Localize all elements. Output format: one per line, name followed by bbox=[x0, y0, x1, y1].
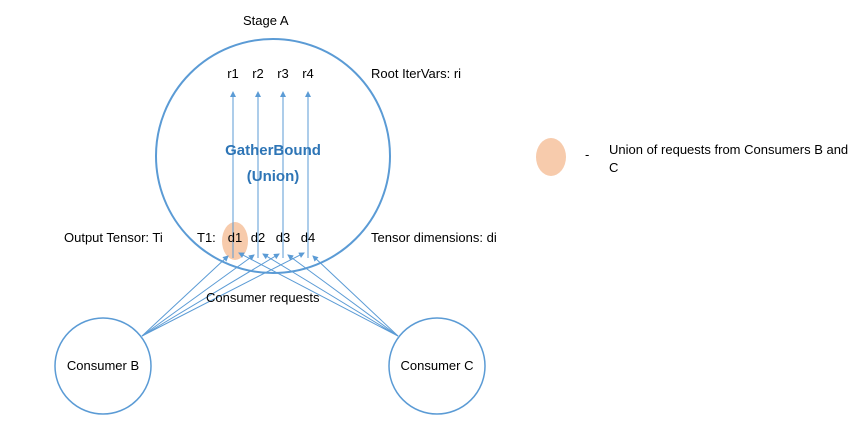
tensor-dim-d2: d2 bbox=[250, 230, 266, 245]
root-itervar-r4: r4 bbox=[302, 66, 314, 81]
arrow-consumer-c-to-d3 bbox=[287, 254, 399, 337]
root-itervar-r1: r1 bbox=[227, 66, 239, 81]
stage-a-circle bbox=[155, 38, 391, 274]
consumer-c-circle bbox=[388, 317, 486, 415]
tensor-dim-d3: d3 bbox=[275, 230, 291, 245]
tensor-dim-d4: d4 bbox=[300, 230, 316, 245]
arrow-consumer-b-to-d1 bbox=[141, 255, 229, 337]
gatherbound-node-title: GatherBound (Union) bbox=[173, 138, 373, 190]
gatherbound-title-line2: (Union) bbox=[246, 168, 300, 185]
tensor-dimensions-annotation: Tensor dimensions: di bbox=[371, 230, 497, 245]
output-tensor-annotation: Output Tensor: Ti bbox=[64, 230, 163, 245]
legend-text: Union of requests from Consumers B and C bbox=[609, 142, 849, 175]
root-itervars-annotation: Root IterVars: ri bbox=[371, 66, 462, 81]
arrow-consumer-c-to-d2 bbox=[262, 253, 399, 337]
tensor-dim-d1: d1 bbox=[227, 230, 243, 245]
arrow-consumer-c-to-d1 bbox=[238, 252, 399, 337]
stage-a-label: Stage A bbox=[243, 13, 289, 28]
arrow-consumer-b-to-d2 bbox=[141, 254, 255, 337]
consumer-requests-label: Consumer requests bbox=[206, 290, 320, 305]
consumer-c-label: Consumer C bbox=[400, 358, 474, 373]
union-highlight-ellipse bbox=[222, 222, 248, 260]
arrow-consumer-c-to-d4 bbox=[312, 255, 399, 337]
arrow-consumer-b-to-d4 bbox=[141, 252, 305, 337]
consumer-b-label: Consumer B bbox=[66, 358, 140, 373]
root-itervar-r3: r3 bbox=[277, 66, 289, 81]
legend-union-ellipse-icon bbox=[536, 138, 566, 176]
tensor-prefix: T1: bbox=[197, 230, 216, 245]
gatherbound-title-line1: GatherBound bbox=[225, 142, 321, 159]
consumer-b-circle bbox=[54, 317, 152, 415]
legend-separator: - bbox=[585, 147, 590, 162]
root-itervar-r2: r2 bbox=[252, 66, 264, 81]
arrow-consumer-b-to-d3 bbox=[141, 253, 280, 337]
